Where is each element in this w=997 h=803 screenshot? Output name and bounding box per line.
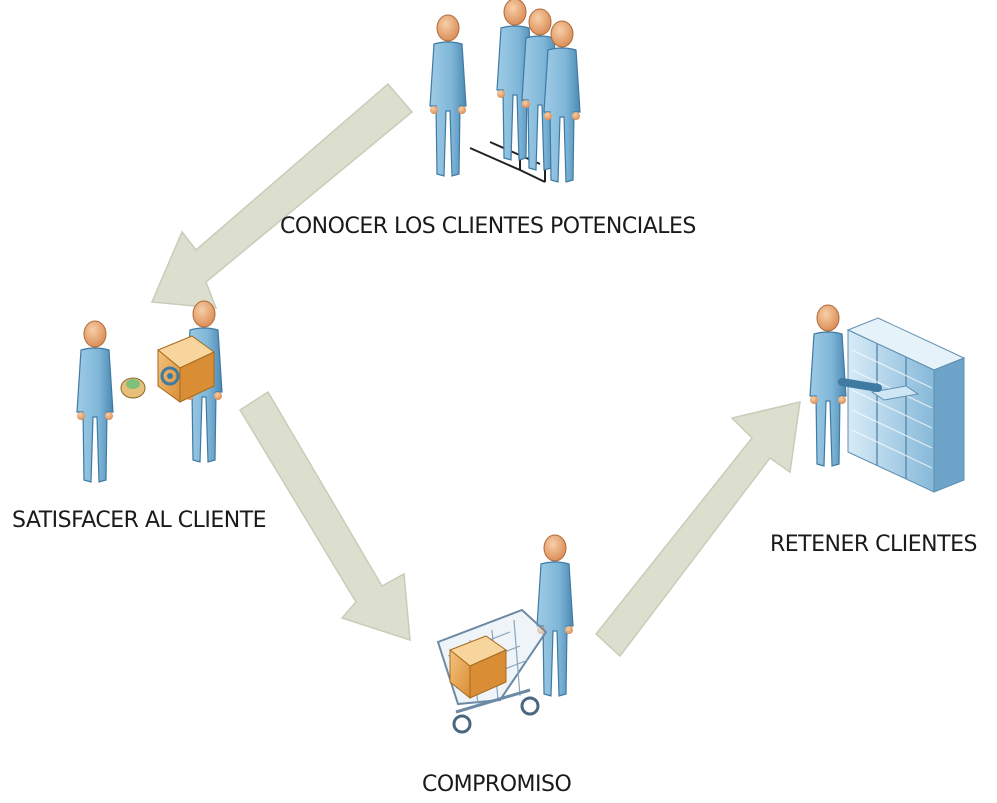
shopping-cart-icon	[436, 534, 574, 734]
label-satisfy: SATISFACER AL CLIENTE	[12, 508, 267, 533]
label-retain: RETENER CLIENTES	[770, 532, 977, 557]
arrow-prospects-to-satisfy	[150, 82, 414, 309]
handing-over-package-icon	[76, 300, 223, 483]
server-rack-icon	[809, 304, 966, 493]
group-of-people-icon	[429, 0, 581, 183]
label-prospects: CONOCER LOS CLIENTES POTENCIALES	[280, 214, 696, 239]
arrow-commit-to-retain	[594, 401, 801, 658]
arrow-satisfy-to-commit	[238, 390, 411, 642]
label-commit: COMPROMISO	[422, 772, 572, 797]
